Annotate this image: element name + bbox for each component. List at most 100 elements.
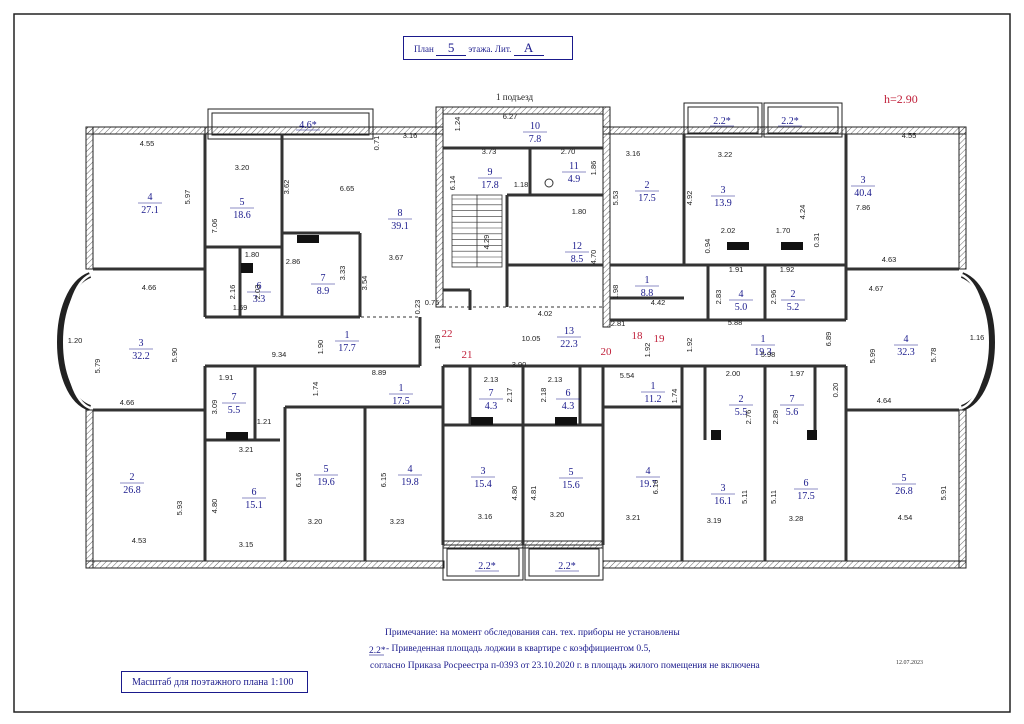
dimension-label: 0.75: [425, 298, 440, 307]
dimension-label: 1.70: [776, 226, 791, 235]
dimension-label: 3.09: [210, 400, 219, 415]
room-area: 19.8: [401, 477, 419, 488]
room-area: 15.1: [245, 500, 263, 511]
dimension-label: 4.02: [538, 309, 553, 318]
room-number: 6: [257, 281, 262, 292]
room-number: 5: [902, 473, 907, 484]
room-number: 7: [790, 394, 795, 405]
room-area: 8.8: [641, 288, 654, 299]
dimension-label: 5.91: [939, 486, 948, 501]
room-area: 22.3: [560, 339, 578, 350]
apartment-number: 19: [654, 333, 666, 345]
room-number: 4: [904, 334, 909, 345]
dimension-label: 4.55: [140, 139, 155, 148]
dimension-label: 3.20: [308, 517, 323, 526]
room-area: 7.8: [529, 134, 542, 145]
room-number: 4: [739, 289, 744, 300]
room-number: 5: [324, 464, 329, 475]
dimension-label: 5.54: [620, 371, 635, 380]
room-number: 1: [645, 275, 650, 286]
dimension-label: 2.16: [228, 285, 237, 300]
staircase: [451, 194, 503, 268]
room-area: 17.8: [481, 180, 499, 191]
dimension-label: 1.16: [970, 333, 985, 342]
apartment-number: 20: [601, 346, 613, 358]
dimension-label: 0.23: [413, 300, 422, 315]
dimension-label: 3.62: [282, 180, 291, 195]
dimension-label: 9.34: [272, 350, 287, 359]
dimension-label: 1.86: [589, 161, 598, 176]
room-area: 5.5: [228, 405, 241, 416]
plan-label: План: [414, 44, 434, 54]
dimension-label: 3.16: [403, 131, 418, 140]
dimension-label: 3.28: [789, 514, 804, 523]
room-number: 6: [804, 478, 809, 489]
room-area: 8.9: [317, 286, 330, 297]
dimension-label: 4.29: [482, 235, 491, 250]
dimension-label: 4.42: [651, 298, 666, 307]
bay-window-left: [57, 272, 92, 411]
room-area: 27.1: [141, 205, 159, 216]
dimension-label: 1.98: [611, 285, 620, 300]
room-number: 2: [645, 180, 650, 191]
floor-suffix: этажа. Лит.: [468, 44, 512, 54]
room-number: 4: [408, 464, 413, 475]
dimension-label: 2.89: [771, 410, 780, 425]
room-area: 19.3: [754, 347, 772, 358]
dimension-label: 5.11: [769, 490, 778, 504]
room-number: 11: [569, 161, 579, 172]
dimension-label: 5.78: [929, 348, 938, 363]
dimension-label: 4.80: [510, 486, 519, 501]
dimension-label: 1.20: [68, 336, 83, 345]
room-area: 4.3: [562, 401, 575, 412]
dimension-label: 6.15: [379, 473, 388, 488]
room-area: 32.2: [132, 351, 150, 362]
dimension-label: 1.90: [316, 340, 325, 355]
dimension-label: 6.16: [651, 480, 660, 495]
dimension-label: 4.67: [869, 284, 884, 293]
dimension-label: 4.66: [142, 283, 157, 292]
apartment-number: 21: [462, 349, 473, 361]
loggia-area: 2.2*: [558, 561, 576, 572]
room-number: 1: [651, 381, 656, 392]
room-area: 3.3: [253, 294, 266, 305]
sheet-frame: [13, 13, 1011, 713]
room-number: 7: [232, 392, 237, 403]
dimension-label: 1.80: [245, 250, 260, 259]
dimension-label: 4.66: [120, 398, 135, 407]
room-area: 39.1: [391, 221, 409, 232]
room-area: 11.2: [644, 394, 661, 405]
room-number: 3: [139, 338, 144, 349]
room-area: 17.5: [797, 491, 815, 502]
dimension-label: 3.20: [235, 163, 250, 172]
dimension-label: 2.76: [744, 410, 753, 425]
room-area: 17.5: [392, 396, 410, 407]
dimension-label: 2.18: [539, 388, 548, 403]
room-area: 40.4: [854, 188, 872, 199]
dimension-label: 1.97: [790, 369, 805, 378]
dimension-label: 2.13: [548, 375, 563, 384]
room-number: 7: [321, 273, 326, 284]
room-number: 1: [761, 334, 766, 345]
note-line-1: Примечание: на момент обследования сан. …: [385, 628, 680, 638]
dimension-label: 4.53: [132, 536, 147, 545]
room-number: 6: [566, 388, 571, 399]
room-area: 19.6: [317, 477, 335, 488]
dimension-label: 6.27: [503, 112, 518, 121]
note-mark: 2.2*: [369, 646, 386, 656]
room-number: 5: [569, 467, 574, 478]
note-line-3: согласно Приказа Росреестра п-0393 от 23…: [370, 661, 760, 671]
dimension-label: 1.69: [233, 303, 248, 312]
room-number: 7: [489, 388, 494, 399]
room-area: 5.0: [735, 302, 748, 313]
room-number: 1: [345, 330, 350, 341]
room-area: 17.5: [638, 193, 656, 204]
dimension-label: 3.67: [389, 253, 404, 262]
dimension-label: 2.96: [769, 290, 778, 305]
dimension-label: 5.98: [761, 350, 776, 359]
dimension-label: 3.21: [239, 445, 254, 454]
room-number: 3: [721, 185, 726, 196]
dimension-label: 4.63: [882, 255, 897, 264]
